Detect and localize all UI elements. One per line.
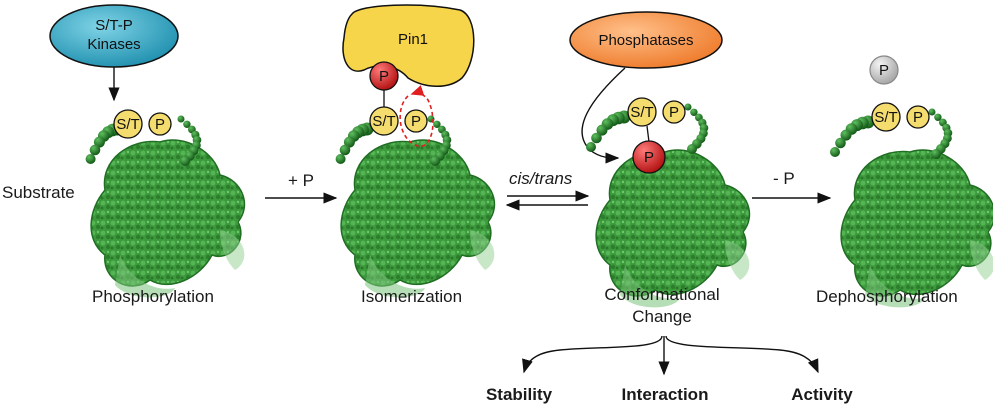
motif-st-label-2: S/T (372, 113, 395, 130)
linker-bead (684, 103, 692, 111)
change-label: Change (632, 307, 692, 326)
linker-bead (596, 124, 608, 136)
remove-phosphate-label: - P (773, 169, 795, 188)
kinase-label: S/T-P Kinases (87, 17, 140, 53)
phosphatase-node: Phosphatases (569, 11, 723, 69)
linker-bead (830, 147, 840, 157)
linker-bead (335, 154, 346, 164)
phosphate-label-3: P (644, 149, 654, 166)
dephosphorylation-label: Dephosphorylation (816, 287, 958, 306)
linker-bead (430, 156, 440, 166)
outcome-stability: Stability (486, 385, 553, 404)
substrate-protein-4 (840, 149, 993, 309)
linker-bead (690, 108, 698, 117)
outcome-arrow-stability (522, 335, 663, 374)
motif-2: P S/T P (369, 61, 434, 147)
linker-beads-2 (335, 115, 452, 166)
motif-st-label-4: S/T (874, 109, 897, 126)
kinase-label-line: S/T-P (95, 17, 133, 34)
linker-bead (931, 149, 941, 159)
phosphate-bead-2 (369, 61, 399, 91)
linker-bead (840, 129, 852, 141)
linker-bead (85, 154, 96, 164)
phosphorylation-label: Phosphorylation (92, 287, 214, 306)
linker-bead (687, 144, 697, 154)
substrate-label: Substrate (2, 183, 75, 202)
motif-st-label: S/T (116, 116, 139, 133)
isomerization-label: Isomerization (361, 287, 462, 306)
outcome-activity: Activity (791, 385, 853, 404)
linker-beads-3 (586, 103, 709, 154)
linker-bead (934, 113, 942, 122)
motif-4: S/T P (871, 102, 930, 132)
linker-bead (433, 120, 441, 128)
linker-bead (591, 132, 602, 144)
linker-bead (180, 156, 190, 166)
linker-bead (343, 136, 355, 148)
linker-bead (339, 144, 351, 156)
linker-bead (835, 137, 846, 149)
linker-bead (89, 144, 101, 156)
released-phosphate-label: P (879, 62, 889, 79)
conformational-label: Conformational (604, 285, 719, 304)
motif-p-label: P (155, 116, 165, 133)
linker-beads-4 (830, 108, 953, 159)
kinase-label-line: Kinases (87, 36, 140, 53)
substrate-protein-1 (90, 139, 246, 299)
phosphate-label-2: P (379, 68, 389, 85)
outcome-arrow-activity (665, 335, 819, 374)
linker-bead (586, 142, 596, 152)
linker-bead (928, 108, 936, 116)
isomerization-rotation-arrow (399, 85, 434, 147)
released-phosphate: P (869, 55, 899, 85)
add-phosphate-label: + P (288, 171, 314, 190)
linker-beads-1 (85, 115, 202, 166)
motif-st-label-3: S/T (630, 104, 653, 121)
outcome-interaction: Interaction (622, 385, 709, 404)
motif-p-label-2: P (411, 113, 421, 130)
motif-3: S/T P P (627, 97, 686, 174)
phosphatase-label: Phosphatases (598, 32, 693, 49)
pin1-label: Pin1 (398, 31, 428, 48)
pin1-node: Pin1 (342, 4, 475, 87)
motif-p-label-3: P (669, 104, 679, 121)
cis-trans-label: cis/trans (509, 169, 573, 188)
substrate-protein-3 (595, 149, 751, 309)
phosphate-bead-3 (632, 140, 666, 174)
kinase-node: S/T-P Kinases (49, 4, 179, 68)
linker-bead (183, 120, 191, 128)
linker-bead (177, 115, 185, 123)
motif-1: S/T P (113, 109, 172, 139)
substrate-protein-2 (340, 139, 496, 299)
linker-bead (93, 136, 105, 148)
motif-p-label-4: P (913, 109, 923, 126)
